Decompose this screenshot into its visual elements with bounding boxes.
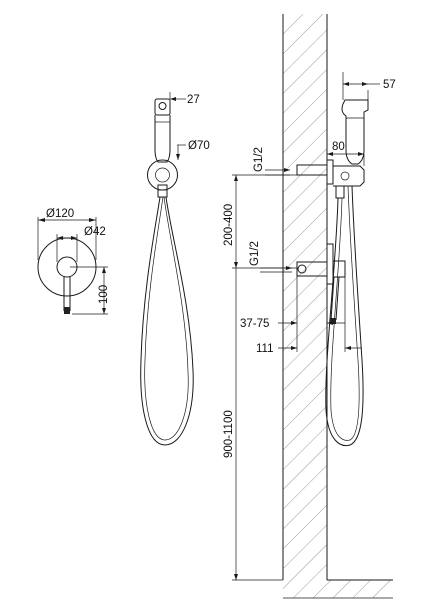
- wall-plate-front-view: [37, 217, 108, 315]
- bracket-arm: [333, 165, 365, 187]
- hose: [140, 196, 194, 446]
- shower-button-icon: [158, 102, 167, 110]
- mixer-projection-label: 111: [256, 343, 273, 355]
- wall-section: [282, 14, 393, 599]
- holder-diameter-label: Ø70: [188, 140, 210, 152]
- side-view: [232, 72, 380, 581]
- height-lower-label: 900-1100: [223, 410, 235, 458]
- shower-head-body: [154, 115, 171, 163]
- head-projection-label: 57: [383, 79, 396, 91]
- shower-head-top: [154, 98, 171, 116]
- embed-depth-label: 37-75: [240, 318, 269, 330]
- plate-diameter-label: Ø120: [46, 208, 74, 220]
- shower-head-side: [341, 99, 369, 165]
- lever-length-label: 100: [98, 285, 110, 304]
- bracket-projection-label: 80: [332, 141, 345, 153]
- hand-shower-front-view: [140, 92, 194, 446]
- mixer-outlet-icon: [297, 264, 307, 274]
- bracket-plate: [326, 159, 334, 185]
- head-width-label: 27: [187, 94, 200, 106]
- lever-diameter-label: Ø42: [84, 226, 106, 238]
- thread-lower-label: G1/2: [249, 241, 261, 266]
- thread-upper-label: G1/2: [253, 147, 265, 172]
- height-upper-label: 200-400: [223, 204, 235, 246]
